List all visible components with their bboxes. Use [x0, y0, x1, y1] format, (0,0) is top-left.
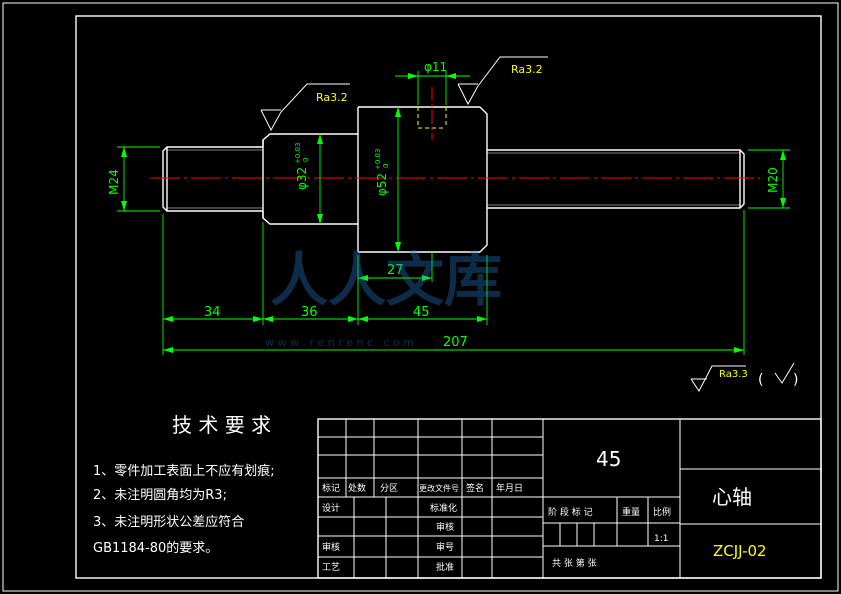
svg-text:签名: 签名: [466, 482, 484, 494]
svg-text:标准化: 标准化: [430, 502, 457, 514]
thread-lines: [167, 149, 740, 209]
watermark-text: 人人文库: [270, 246, 502, 314]
svg-text:φ32: φ32: [295, 167, 309, 190]
svg-text:审核: 审核: [322, 541, 340, 553]
tech-req-item: GB1184-80的要求。: [93, 540, 218, 556]
svg-text:审号: 审号: [436, 541, 454, 553]
svg-text:工艺: 工艺: [322, 562, 340, 573]
svg-text:+0.03: +0.03: [374, 149, 382, 170]
dim-27: 27: [387, 263, 404, 278]
svg-text:批准: 批准: [436, 561, 454, 573]
center-lines: [150, 87, 760, 179]
dim-36: 36: [301, 305, 318, 320]
roughness-symbol-right: [457, 56, 548, 106]
scale-value: 1:1: [654, 534, 668, 544]
watermark: 人人文库 w w w . r e n r e n c . c o m: [265, 246, 502, 349]
tech-req-title: 技 术 要 求: [172, 413, 271, 437]
dimension-arrows: [121, 73, 786, 353]
tech-req-item: 3、未注明形状公差应符合: [93, 514, 244, 530]
dim-phi32: φ32 +0.03 0: [294, 143, 310, 190]
weight-label: 重量: [622, 506, 640, 518]
dim-m20: M20: [766, 167, 780, 193]
roughness-left: Ra3.2: [316, 91, 348, 104]
drawing-number: ZCJJ-02: [713, 542, 767, 560]
svg-text:φ52: φ52: [375, 173, 389, 196]
part-name: 心轴: [712, 485, 752, 509]
dim-45: 45: [413, 305, 430, 320]
revision-headers: 标记 处数 分区 更改文件号 签名 年月日: [322, 482, 523, 494]
roughness-general: Ra3.3: [719, 369, 748, 380]
stage-label: 阶 段 标 记: [548, 506, 593, 518]
tech-req-item: 2、未注明圆角均为R3;: [93, 488, 227, 503]
roughness-symbol-general: [690, 362, 795, 392]
svg-text:0: 0: [302, 158, 310, 162]
svg-text:审核: 审核: [436, 521, 454, 533]
material: 45: [596, 447, 621, 471]
dim-34: 34: [204, 305, 221, 320]
signature-labels: 设计 标准化 审核 审核 审号 工艺 批准: [322, 502, 457, 573]
svg-text:处数: 处数: [348, 482, 366, 494]
dim-phi11: φ11: [424, 60, 447, 74]
sheets-label: 共 张 第 张: [552, 557, 597, 569]
tech-req-item: 1、零件加工表面上不应有划痕;: [93, 463, 275, 479]
shaft-outline: [162, 106, 745, 253]
roughness-paren-close: ): [793, 372, 798, 388]
svg-text:设计: 设计: [322, 502, 340, 514]
scale-label: 比例: [653, 506, 671, 518]
svg-text:分区: 分区: [380, 483, 398, 494]
dim-m24: M24: [107, 169, 121, 195]
roughness-right: Ra3.2: [511, 63, 543, 76]
svg-text:标记: 标记: [322, 482, 340, 494]
dim-207: 207: [443, 335, 468, 350]
watermark-url: w w w . r e n r e n c . c o m: [265, 336, 414, 349]
roughness-symbol-left: [260, 83, 350, 132]
roughness-paren-open: (: [758, 372, 763, 388]
title-block-grid: [317, 418, 822, 579]
svg-text:+0.03: +0.03: [294, 143, 302, 164]
svg-text:更改文件号: 更改文件号: [419, 483, 459, 493]
svg-text:0: 0: [382, 164, 390, 168]
dim-phi52: φ52 +0.03 0: [374, 149, 390, 196]
svg-text:年月日: 年月日: [496, 482, 523, 494]
